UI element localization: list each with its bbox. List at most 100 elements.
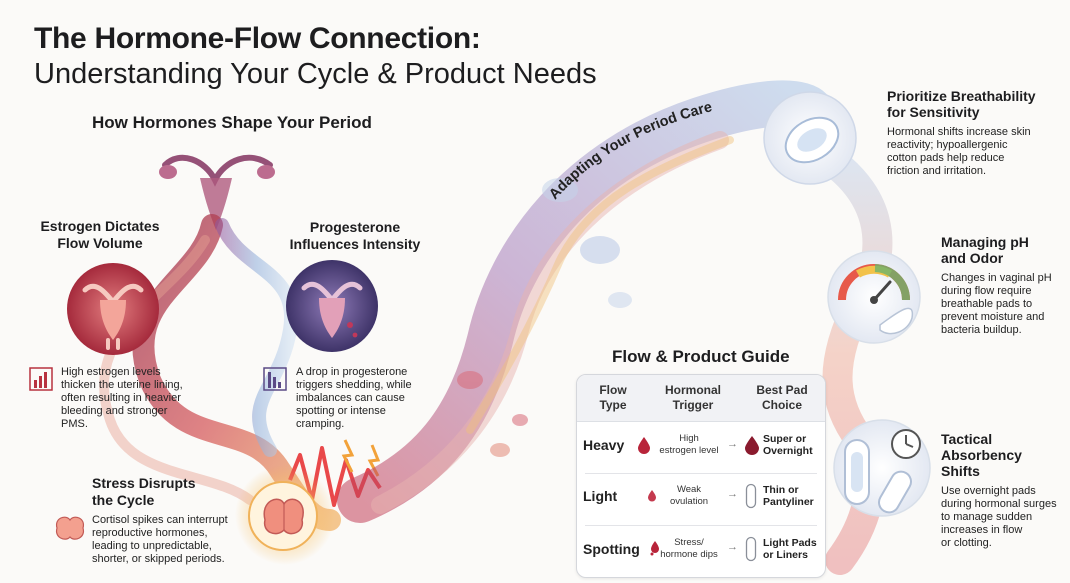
absorbency-body-line: increases in flow <box>941 524 1023 536</box>
pads-clock-icon <box>833 419 931 517</box>
header-text: Trigger <box>672 398 714 412</box>
absorbency-body-line: during hormonal surges <box>941 498 1057 510</box>
stress-title-line2: the Cycle <box>92 492 155 508</box>
trigger-text: ovulation <box>669 496 709 507</box>
uterus-top-icon <box>159 154 275 230</box>
best-pad: Super or Overnight <box>763 433 813 457</box>
pad-text: Light Pads <box>763 537 817 549</box>
ph-odor-body-line: prevent moisture and <box>941 311 1045 323</box>
flow-type: Spotting <box>583 541 640 557</box>
absorbency-body: Use overnight pads during hormonal surge… <box>941 485 1057 550</box>
progesterone-body-line: imbalances can cause <box>296 392 405 404</box>
flow-type: Heavy <box>583 437 625 453</box>
pad-text: Pantyliner <box>763 496 814 508</box>
estrogen-body: High estrogen levels thicken the uterine… <box>61 366 183 431</box>
arrow-icon: → <box>727 488 738 500</box>
flow-product-table: Flow Type Hormonal Trigger Best Pad Choi… <box>576 374 826 578</box>
pad-text: Super or <box>763 433 807 445</box>
estrogen-body-line: bleeding and stronger <box>61 405 168 417</box>
table-row: Light Weak ovulation → Thin or Pantyline… <box>577 474 825 526</box>
trigger-text: hormone dips <box>660 549 718 560</box>
absorbency-body-line: Use overnight pads <box>941 485 1036 497</box>
progesterone-body-line: cramping. <box>296 418 345 430</box>
estrogen-body-line: High estrogen levels <box>61 366 161 378</box>
liner-icon <box>745 536 757 562</box>
stress-body-line: reproductive hormones, <box>92 527 208 539</box>
ph-gauge-icon <box>827 250 921 344</box>
estrogen-body-line: PMS. <box>61 418 88 430</box>
large-drop-icon <box>638 437 650 454</box>
ph-odor-title-line: Managing pH <box>941 234 1029 250</box>
progesterone-title: Progesterone Influences Intensity <box>280 219 430 253</box>
breathability-title: Prioritize Breathability for Sensitivity <box>887 88 1036 120</box>
breathability-body: Hormonal shifts increase skin reactivity… <box>887 126 1036 178</box>
absorbency-item: Tactical Absorbency Shifts Use overnight… <box>941 431 1057 550</box>
breathability-body-line: Hormonal shifts increase skin <box>887 126 1031 138</box>
breathability-body-line: cotton pads help reduce <box>887 152 1005 164</box>
ph-odor-item: Managing pH and Odor Changes in vaginal … <box>941 234 1052 337</box>
large-drop-icon <box>745 436 759 455</box>
left-section-heading: How Hormones Shape Your Period <box>92 113 372 132</box>
estrogen-title-line1: Estrogen Dictates <box>40 218 160 234</box>
stress-body-line: leading to unpredictable, <box>92 540 212 552</box>
absorbency-body-line: or clotting. <box>941 537 992 549</box>
hormonal-trigger: High estrogen level <box>657 433 721 457</box>
absorbency-title: Tactical Absorbency Shifts <box>941 431 1057 479</box>
best-pad: Light Pads or Liners <box>763 537 817 561</box>
progesterone-body-line: spotting or intense <box>296 405 386 417</box>
guide-title: Flow & Product Guide <box>612 347 790 366</box>
stress-body-line: Cortisol spikes can interrupt <box>92 514 228 526</box>
pad-text: or Liners <box>763 549 808 561</box>
header-best-pad: Best Pad Choice <box>747 383 817 413</box>
progesterone-title-line1: Progesterone <box>309 219 401 235</box>
pad-icon <box>763 91 857 185</box>
estrogen-body-line: thicken the uterine lining, <box>61 379 183 391</box>
estrogen-body-line: often resulting in heavier <box>61 392 181 404</box>
hormonal-trigger: Stress/ hormone dips <box>657 537 721 561</box>
pad-text: Thin or <box>763 484 799 496</box>
absorbency-title-line: Shifts <box>941 463 980 479</box>
header-flow-type: Flow Type <box>591 383 635 413</box>
estrogen-title-line2: Flow Volume <box>57 235 143 251</box>
header-text: Flow <box>599 383 627 397</box>
breathability-title-line: for Sensitivity <box>887 104 980 120</box>
estrogen-title: Estrogen Dictates Flow Volume <box>30 218 170 252</box>
trigger-text: Stress/ <box>674 537 704 548</box>
header-text: Choice <box>761 398 802 412</box>
brain-icon <box>235 465 335 565</box>
floating-cells <box>457 178 632 457</box>
ph-odor-title: Managing pH and Odor <box>941 234 1052 266</box>
progesterone-title-line2: Influences Intensity <box>289 236 421 252</box>
absorbency-title-line: Absorbency <box>941 447 1022 463</box>
trigger-text: Weak <box>676 484 702 495</box>
progesterone-uterus-icon <box>286 260 378 352</box>
table-header: Flow Type Hormonal Trigger Best Pad Choi… <box>577 375 825 422</box>
header-text: Best Pad <box>756 383 808 397</box>
page-subtitle: Understanding Your Cycle & Product Needs <box>34 58 597 90</box>
breathability-title-line: Prioritize Breathability <box>887 88 1036 104</box>
header-text: Type <box>599 398 627 412</box>
absorbency-title-line: Tactical <box>941 431 993 447</box>
falling-chart-icon <box>263 367 287 391</box>
trigger-text: estrogen level <box>659 445 719 456</box>
small-drop-icon <box>648 490 656 502</box>
arrow-icon: → <box>727 438 738 450</box>
stress-body: Cortisol spikes can interrupt reproducti… <box>92 514 228 566</box>
stress-body-line: shorter, or skipped periods. <box>92 553 225 565</box>
ph-odor-body-line: during flow require <box>941 285 1032 297</box>
ph-odor-body-line: Changes in vaginal pH <box>941 272 1052 284</box>
arrow-icon: → <box>727 541 738 553</box>
page-title: The Hormone-Flow Connection: <box>34 22 481 55</box>
stress-title: Stress Disrupts the Cycle <box>92 475 195 509</box>
pad-text: Overnight <box>763 445 813 457</box>
best-pad: Thin or Pantyliner <box>763 484 814 508</box>
hormonal-trigger: Weak ovulation <box>657 484 721 508</box>
estrogen-uterus-icon <box>67 263 159 355</box>
ph-odor-title-line: and Odor <box>941 250 1004 266</box>
breathability-body-line: friction and irritation. <box>887 165 987 177</box>
progesterone-body-line: triggers shedding, while <box>296 379 412 391</box>
liner-icon <box>745 483 757 509</box>
absorbency-body-line: to manage sudden <box>941 511 1033 523</box>
progesterone-body-line: A drop in progesterone <box>296 366 408 378</box>
